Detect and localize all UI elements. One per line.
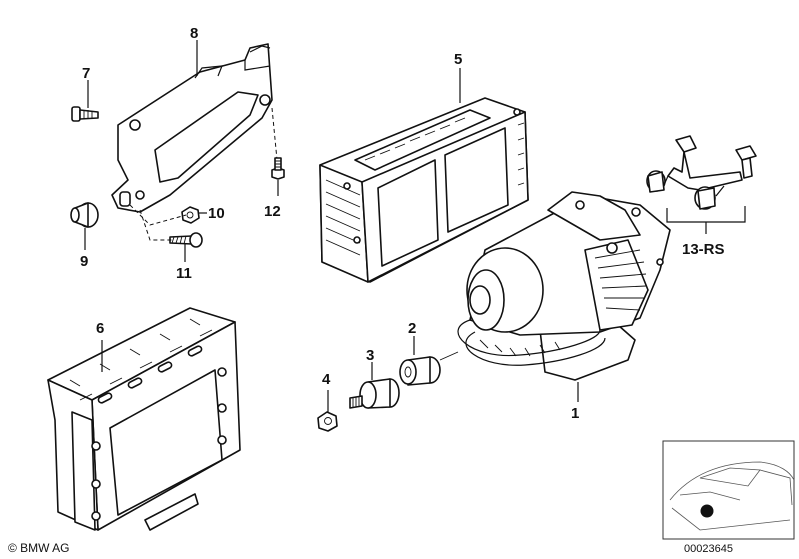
mounting-bracket-part-6 (47, 307, 241, 531)
label-4: 4 (322, 371, 331, 412)
bolt-part-12 (271, 157, 285, 180)
callout-6: 6 (96, 320, 104, 337)
callout-11: 11 (176, 265, 192, 282)
copyright-text: © BMW AG (8, 541, 70, 555)
label-8: 8 (190, 25, 198, 76)
label-5: 5 (454, 51, 462, 103)
label-11: 11 (176, 244, 192, 282)
callout-2: 2 (408, 320, 416, 337)
callout-10: 10 (208, 205, 225, 222)
label-1: 1 (571, 382, 579, 422)
label-2: 2 (408, 320, 459, 361)
callout-4: 4 (322, 371, 331, 388)
control-unit-part-5 (319, 97, 529, 283)
callout-8: 8 (190, 25, 198, 42)
label-13-rs: 13-RS (666, 206, 746, 258)
assembly-line (129, 204, 187, 226)
nut-part-10 (181, 206, 200, 224)
label-6: 6 (96, 320, 104, 372)
nut-part-4 (317, 411, 338, 432)
bracket-part-8 (111, 43, 273, 213)
label-7: 7 (82, 65, 90, 108)
rubber-mount-part-2 (399, 356, 441, 386)
screw-part-11 (169, 232, 203, 248)
assembly-line (139, 209, 172, 241)
label-9: 9 (80, 228, 88, 270)
label-10: 10 (199, 205, 225, 222)
hose-connector-part-13-rs (646, 135, 757, 210)
callout-3: 3 (366, 347, 374, 364)
callout-1: 1 (571, 405, 579, 422)
bolt-part-7 (71, 106, 99, 122)
location-marker-icon (700, 504, 714, 518)
callout-9: 9 (80, 253, 88, 270)
callout-13-rs: 13-RS (682, 241, 725, 258)
label-3: 3 (366, 347, 374, 380)
vehicle-location-inset: 00023645 (662, 440, 795, 555)
callout-7: 7 (82, 65, 90, 82)
hydraulic-unit-part-1 (457, 191, 671, 381)
callout-12: 12 (264, 203, 281, 220)
callout-5: 5 (454, 51, 462, 68)
document-number: 00023645 (684, 543, 733, 555)
buffer-part-9 (70, 202, 99, 228)
bushing-part-3 (349, 378, 400, 409)
label-12: 12 (264, 180, 281, 220)
